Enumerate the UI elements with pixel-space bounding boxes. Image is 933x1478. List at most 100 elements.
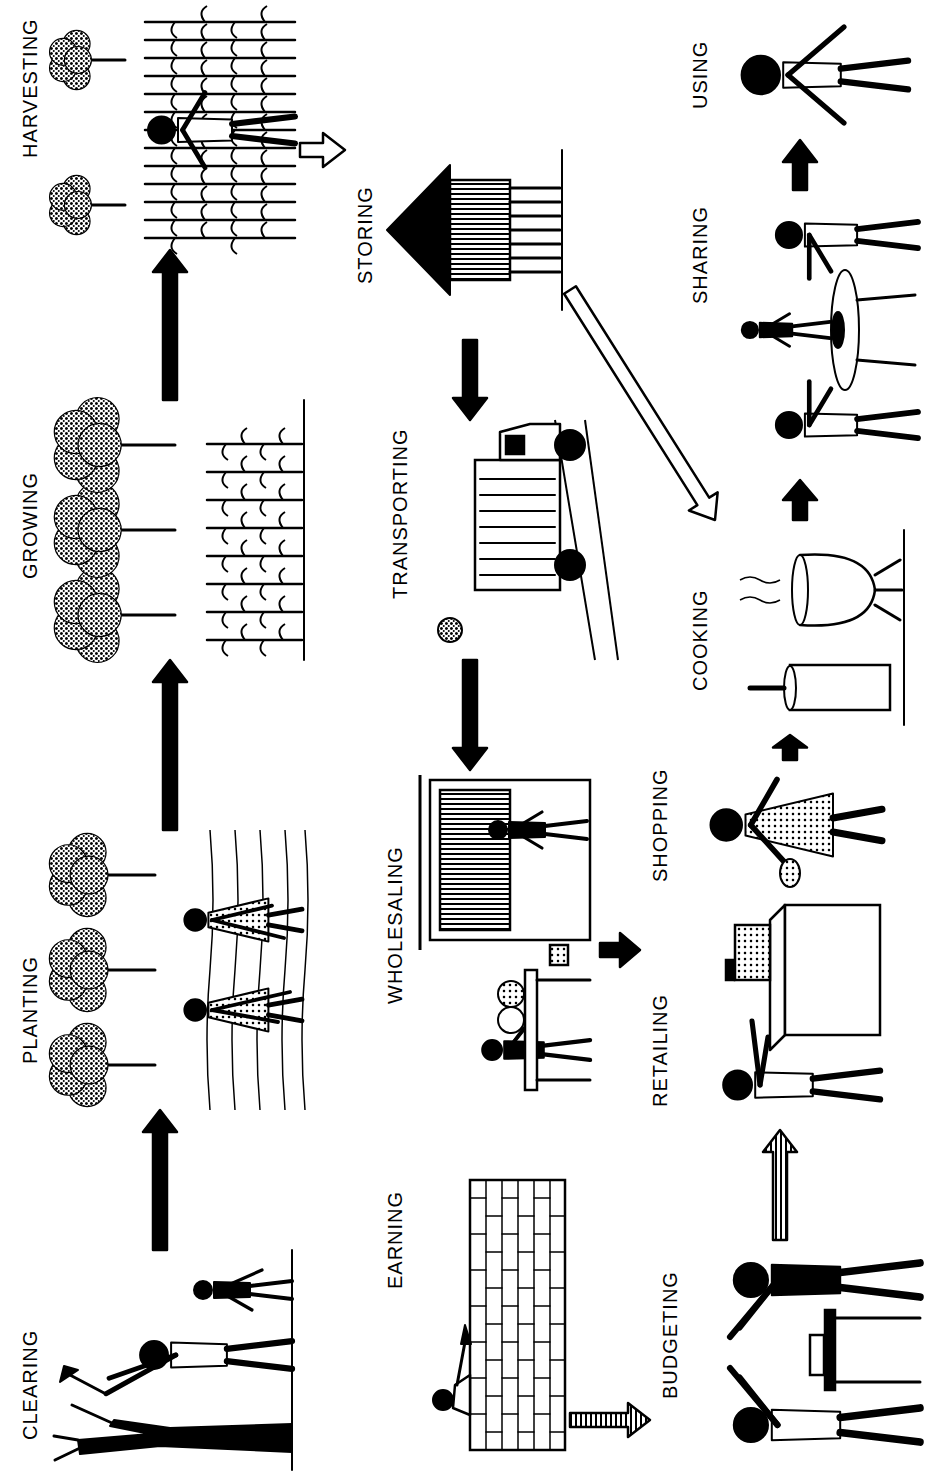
- stage-illustration: [740, 530, 904, 725]
- illustration-stroke: [534, 1269, 550, 1271]
- illustration-stroke: [241, 596, 247, 612]
- stage-label: USING: [688, 39, 712, 111]
- illustration-stroke: [268, 925, 302, 931]
- illustration-stroke: [813, 1091, 880, 1099]
- illustration-stroke: [302, 830, 308, 1110]
- illustration-stroke: [470, 1341, 486, 1343]
- illustration-stroke: [212, 992, 290, 1010]
- stage-label: PLANTING: [18, 954, 42, 1066]
- illustration-stroke: [534, 1341, 550, 1343]
- illustration-stroke: [752, 1021, 760, 1085]
- illustration-stroke: [486, 1251, 502, 1253]
- illustration-stroke: [232, 117, 295, 125]
- illustration-stroke: [510, 257, 560, 260]
- illustration-stroke: [734, 1263, 768, 1297]
- illustration-stroke: [500, 424, 560, 460]
- illustration-stroke: [279, 568, 285, 584]
- illustration-stroke: [250, 1281, 292, 1286]
- stage-illustration: [420, 775, 590, 1090]
- illustration-stroke: [70, 1375, 106, 1394]
- stage-label: HARVESTING: [18, 16, 42, 160]
- illustration-stroke: [470, 1180, 565, 1450]
- illustration-stroke: [387, 165, 450, 295]
- illustration-stroke: [780, 859, 800, 887]
- illustration-stroke: [145, 57, 295, 60]
- arrow-shape: [153, 660, 187, 830]
- illustration-stroke: [145, 39, 295, 42]
- illustration-stroke: [544, 1054, 590, 1060]
- arrow-shape: [300, 133, 345, 167]
- illustration-stroke: [763, 314, 790, 330]
- stage-label: WHOLESALING: [383, 844, 407, 1006]
- illustration-stroke: [222, 528, 228, 544]
- illustration-stroke: [502, 1197, 518, 1199]
- illustration-stroke: [857, 222, 918, 229]
- illustration-stroke: [260, 640, 266, 656]
- arrow-shape: [773, 735, 807, 760]
- stage-illustration: [54, 1250, 292, 1470]
- illustration-stroke: [875, 589, 902, 592]
- illustration-stroke: [222, 444, 228, 460]
- illustration-stroke: [735, 925, 770, 980]
- illustration-stroke: [171, 202, 177, 218]
- illustration-stroke: [550, 1359, 565, 1361]
- arrow-shape: [453, 340, 487, 420]
- illustration-stroke: [241, 428, 247, 444]
- illustration-stroke: [260, 472, 266, 488]
- illustration-stroke: [857, 360, 915, 365]
- illustration-stroke: [835, 1317, 920, 1320]
- stage-illustration: [723, 905, 880, 1099]
- stage-panel: TRANSPORTING: [380, 420, 620, 660]
- illustration-stroke: [171, 40, 177, 56]
- illustration-stroke: [585, 420, 618, 660]
- illustration-stroke: [207, 527, 302, 530]
- illustration-stroke: [241, 512, 247, 528]
- stage-illustration: [387, 150, 562, 310]
- illustration-stroke: [857, 431, 918, 438]
- illustration-stroke: [711, 809, 743, 841]
- illustration-stroke: [770, 905, 785, 1050]
- illustration-stroke: [261, 186, 267, 202]
- illustration-stroke: [171, 94, 177, 110]
- stage-label: GROWING: [18, 470, 42, 581]
- illustration-stroke: [790, 665, 890, 710]
- illustration-stroke: [78, 508, 121, 551]
- illustration-stroke: [502, 1377, 518, 1379]
- flow-arrow: [564, 286, 718, 520]
- illustration-stroke: [222, 556, 228, 572]
- illustration-stroke: [486, 1287, 502, 1289]
- illustration-stroke: [222, 472, 228, 488]
- illustration-stroke: [835, 1381, 920, 1384]
- illustration-stroke: [534, 1305, 550, 1307]
- illustration-stroke: [250, 1294, 292, 1299]
- illustration-stroke: [171, 184, 177, 200]
- illustration-stroke: [555, 550, 585, 580]
- illustration-stroke: [207, 443, 302, 446]
- illustration-stroke: [279, 428, 285, 444]
- illustration-stroke: [489, 821, 507, 839]
- illustration-stroke: [792, 322, 830, 327]
- flow-arrow: [783, 140, 817, 190]
- illustration-stroke: [261, 60, 267, 76]
- illustration-stroke: [207, 830, 213, 1110]
- illustration-stroke: [534, 1377, 550, 1379]
- illustration-stroke: [54, 1436, 78, 1440]
- stage-illustration: [50, 6, 295, 254]
- illustration-stroke: [751, 825, 786, 864]
- illustration-stroke: [510, 201, 560, 204]
- stage-label: TRANSPORTING: [388, 426, 412, 601]
- illustration-stroke: [506, 436, 524, 454]
- illustration-stroke: [78, 593, 121, 636]
- arrow-shape: [763, 1130, 797, 1240]
- flow-arrow: [153, 660, 187, 830]
- illustration-stroke: [470, 1269, 486, 1271]
- illustration-stroke: [482, 1040, 502, 1060]
- illustration-stroke: [550, 1395, 565, 1397]
- illustration-stroke: [840, 1263, 920, 1273]
- illustration-stroke: [480, 526, 555, 528]
- illustration-stroke: [279, 456, 285, 472]
- arrow-shape: [570, 1403, 650, 1437]
- illustration-stroke: [518, 1359, 534, 1361]
- illustration-stroke: [486, 1359, 502, 1361]
